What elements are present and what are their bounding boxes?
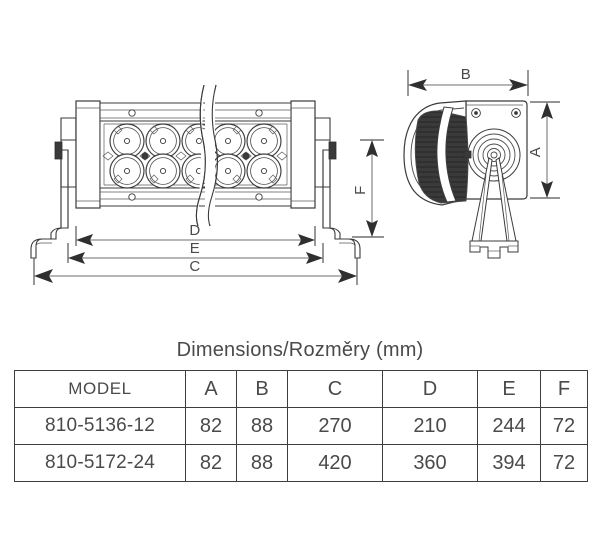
- cell-model: 810-5172-24: [14, 444, 186, 482]
- dimension-label-b: B: [461, 66, 472, 83]
- dimensions-table: MODEL A B C D E F 810-5136-12 82 88 270 …: [14, 370, 588, 482]
- dimension-a: A: [527, 101, 560, 199]
- cell-c: 270: [287, 407, 383, 445]
- dimension-d: D: [75, 222, 316, 246]
- cell-b: 88: [236, 444, 288, 482]
- cell-d: 210: [382, 407, 478, 445]
- header-c: C: [287, 370, 383, 408]
- side-screws: [471, 108, 521, 118]
- header-f: F: [540, 370, 588, 408]
- dimension-c: C: [33, 258, 358, 285]
- break-line: [195, 84, 218, 227]
- housing-fastener-marks: [102, 125, 288, 184]
- dimension-e: E: [67, 240, 324, 264]
- cell-f: 72: [540, 407, 588, 445]
- table-row: 810-5136-12 82 88 270 210 244 72: [14, 407, 588, 445]
- header-e: E: [477, 370, 541, 408]
- pivot-knob: [463, 128, 521, 182]
- body-highlight: [436, 106, 457, 203]
- cell-a: 82: [185, 444, 237, 482]
- dimension-label-c: C: [189, 258, 200, 275]
- table-header-row: MODEL A B C D E F: [14, 370, 588, 408]
- table-row: 810-5172-24 82 88 420 360 394 72: [14, 444, 588, 482]
- dimension-b: B: [407, 66, 529, 96]
- dimension-label-d: D: [189, 222, 200, 239]
- cell-b: 88: [236, 407, 288, 445]
- led-lens-row-bottom: [109, 153, 282, 189]
- cell-f: 72: [540, 444, 588, 482]
- led-lens-row-top: [109, 123, 282, 159]
- dimension-label-e: E: [190, 240, 201, 257]
- right-end-cap: [290, 100, 316, 209]
- header-b: B: [236, 370, 288, 408]
- left-end-cap: [75, 100, 101, 209]
- cell-e: 244: [477, 407, 541, 445]
- upper-rail: [99, 102, 292, 122]
- cell-d: 360: [382, 444, 478, 482]
- header-d: D: [382, 370, 478, 408]
- dimensions-caption: Dimensions/Rozměry (mm): [176, 339, 424, 361]
- dimension-f: F: [352, 139, 384, 238]
- cell-e: 394: [477, 444, 541, 482]
- front-view-group: D E C: [30, 84, 384, 285]
- side-view-group: B: [403, 66, 560, 259]
- dimension-label-f: F: [352, 185, 369, 195]
- header-a: A: [185, 370, 237, 408]
- mounting-stand: [469, 157, 519, 259]
- lower-rail: [99, 187, 292, 207]
- cell-c: 420: [287, 444, 383, 482]
- cell-a: 82: [185, 407, 237, 445]
- dimension-label-a: A: [527, 147, 544, 158]
- header-model: MODEL: [14, 370, 186, 408]
- cell-model: 810-5136-12: [14, 407, 186, 445]
